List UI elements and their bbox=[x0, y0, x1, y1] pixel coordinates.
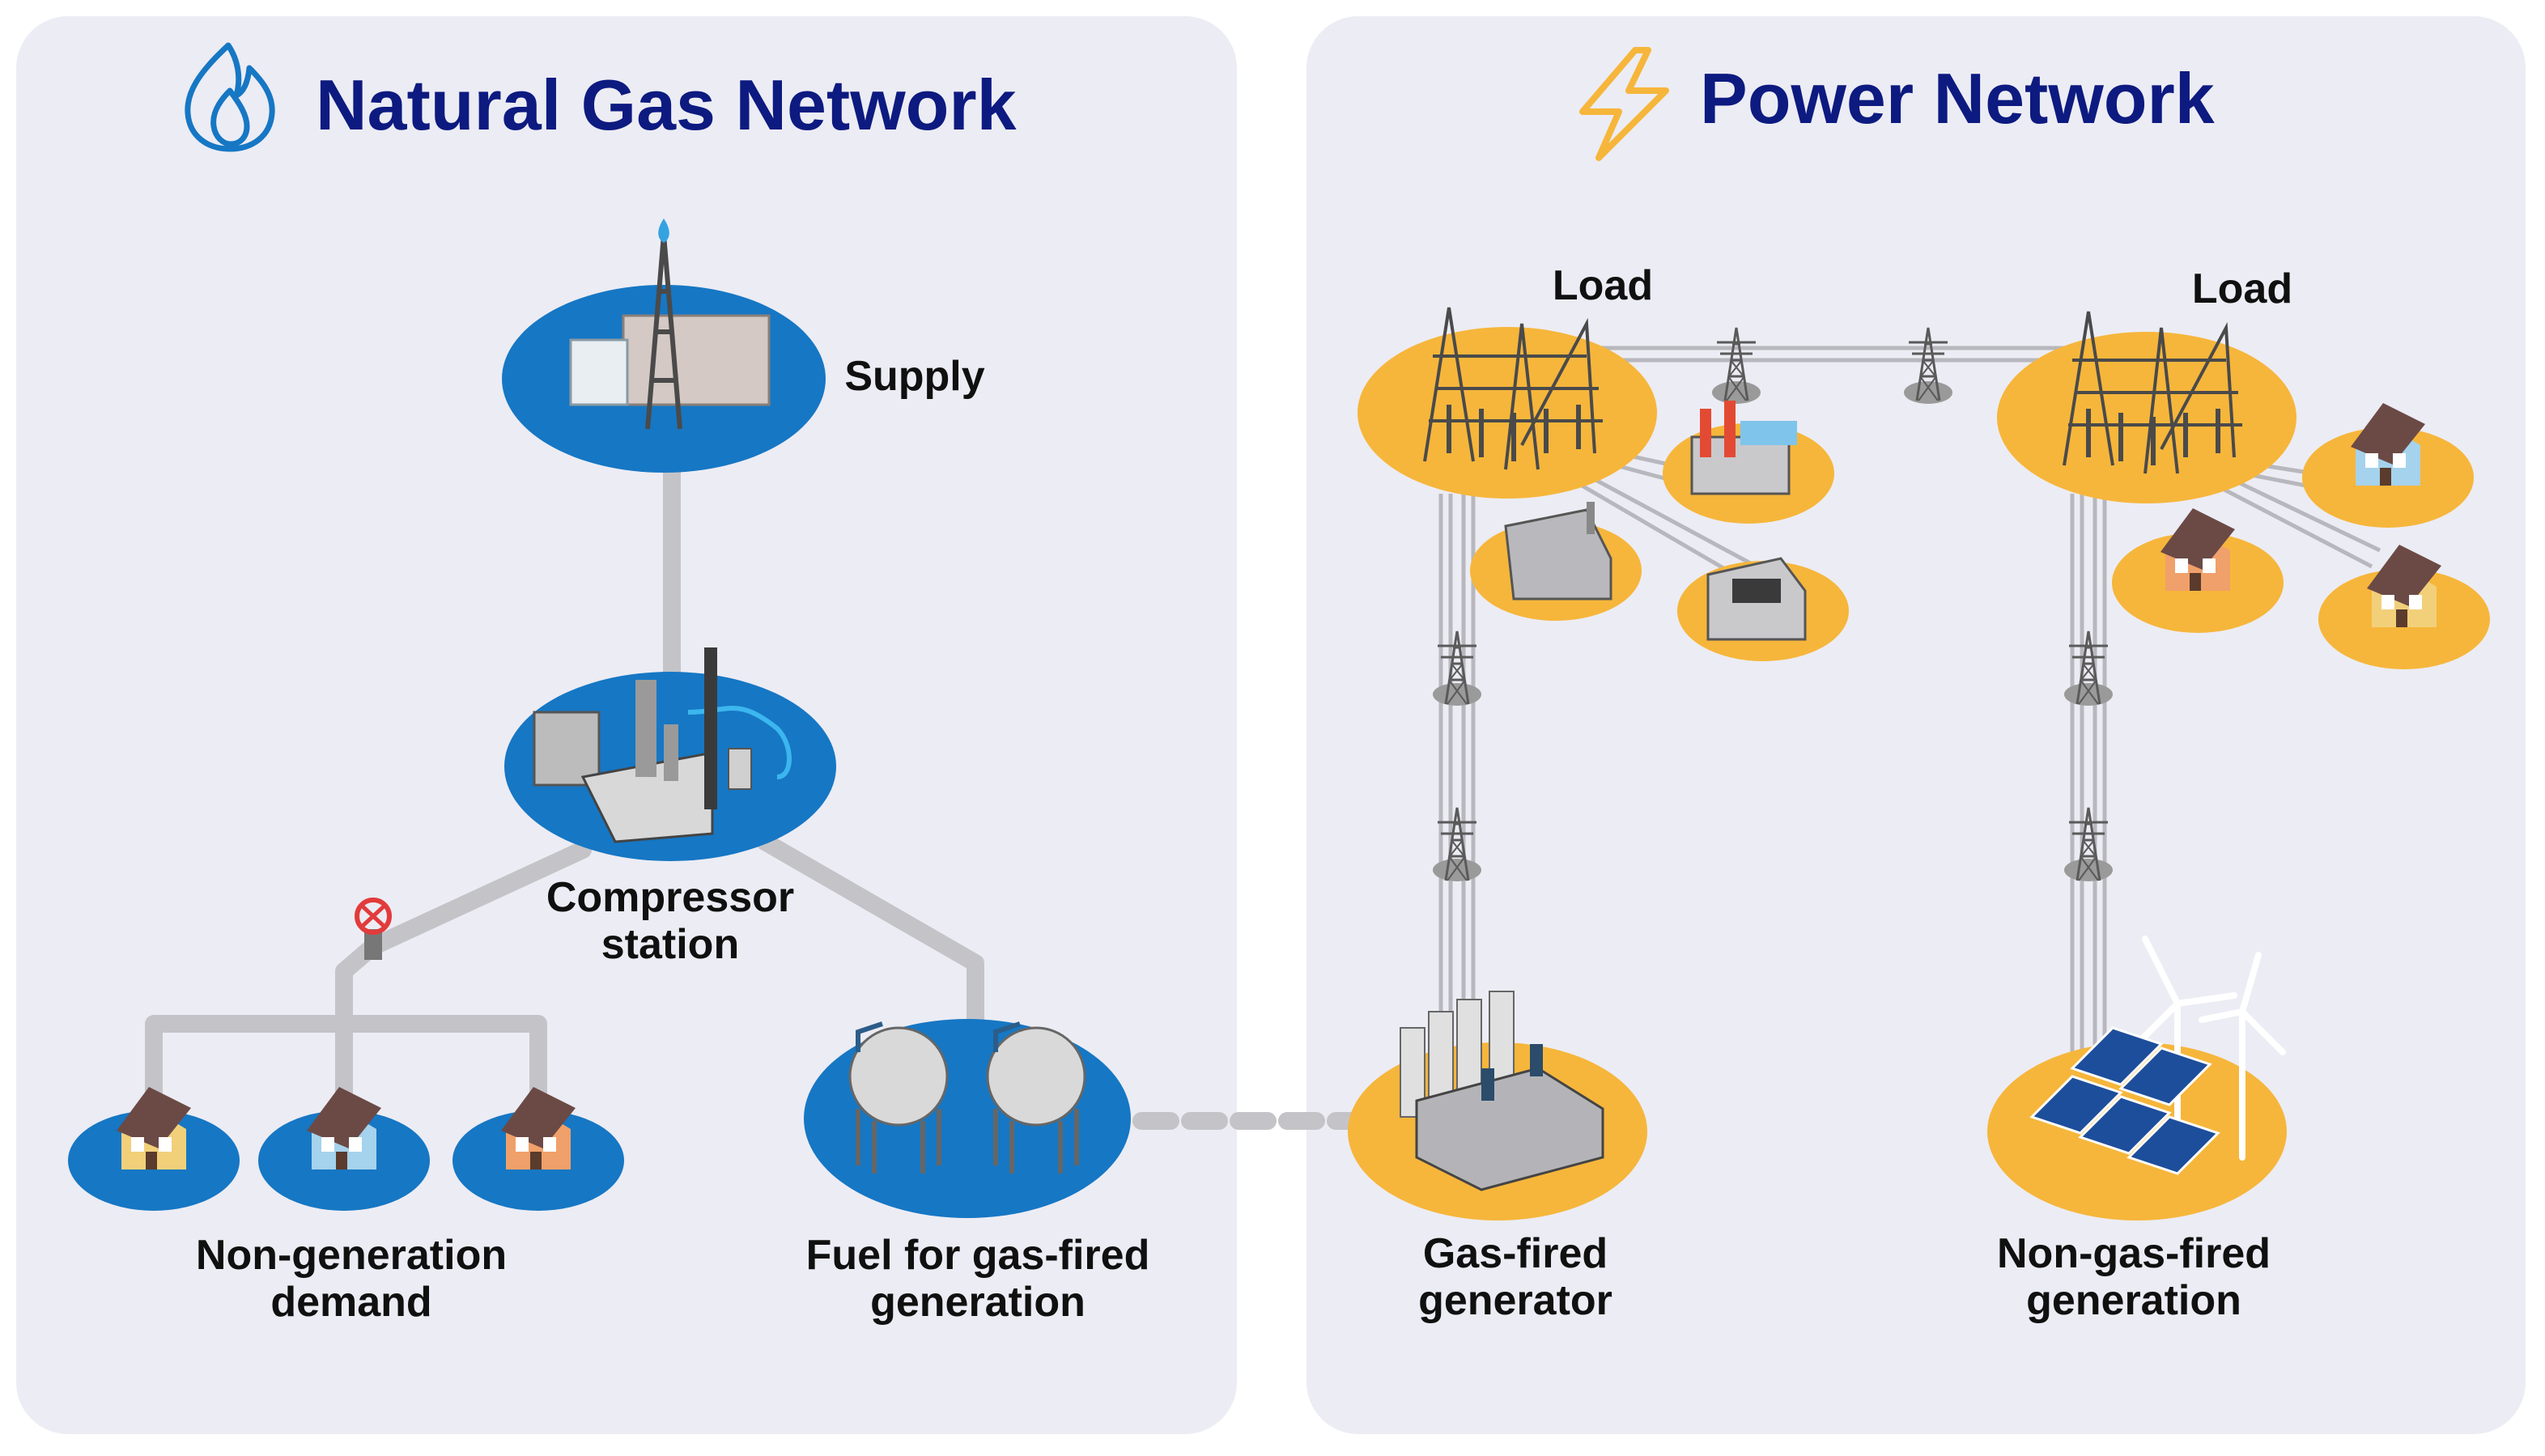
pipe-compressor-to-demand bbox=[335, 841, 592, 1033]
fuel-node bbox=[804, 1019, 1131, 1218]
non-gas-fired-generation-label-line2: generation bbox=[2026, 1277, 2241, 1324]
substation-icon bbox=[2063, 311, 2242, 474]
load-left-node bbox=[1357, 307, 1849, 661]
gas-fired-generator-label-line1: Gas-fired bbox=[1422, 1230, 1608, 1277]
valve-icon bbox=[355, 898, 392, 960]
gas-fired-generator-node bbox=[1348, 991, 1647, 1220]
power-plant-icon bbox=[1400, 991, 1604, 1191]
compressor-station-label: Compressor station bbox=[546, 874, 794, 968]
factory-icon bbox=[1690, 401, 1797, 495]
house-icon bbox=[2367, 545, 2441, 627]
fuel-label: Fuel for gas-fired generation bbox=[806, 1232, 1150, 1326]
house-icon bbox=[2160, 508, 2235, 591]
non-generation-demand-label-line1: Non-generation bbox=[195, 1232, 508, 1279]
load-right-node bbox=[1997, 311, 2490, 669]
load-right-label: Load bbox=[2191, 265, 2293, 312]
solar-panel-icon bbox=[2029, 1026, 2220, 1175]
non-generation-demand-label-line2: demand bbox=[270, 1279, 432, 1326]
load-left-label: Load bbox=[1552, 262, 1654, 309]
factory-icon bbox=[1706, 557, 1807, 641]
non-generation-demand-label: Non-generation demand bbox=[196, 1232, 507, 1326]
compressor-station-label-line2: station bbox=[601, 921, 740, 968]
power-transmission-lines bbox=[1438, 346, 2381, 1117]
gas-plant-icon bbox=[569, 219, 771, 430]
power-network-title: Power Network bbox=[1700, 58, 2215, 138]
non-gas-fired-generation-node bbox=[1987, 936, 2287, 1220]
non-generation-demand-node bbox=[68, 1087, 624, 1211]
supply-node bbox=[502, 219, 826, 473]
gas-fired-generator-label: Gas-fired generator bbox=[1418, 1230, 1612, 1324]
compressor-station-label-line1: Compressor bbox=[546, 874, 795, 921]
house-icon bbox=[2351, 403, 2425, 486]
house-icon bbox=[307, 1087, 381, 1169]
supply-label: Supply bbox=[844, 353, 985, 400]
non-gas-fired-generation-label: Non-gas-fired generation bbox=[1997, 1230, 2271, 1324]
lightning-bolt-icon bbox=[1579, 47, 1669, 161]
fuel-label-line1: Fuel for gas-fired bbox=[805, 1232, 1150, 1279]
compressor-station-node bbox=[504, 647, 836, 861]
compressor-icon bbox=[533, 647, 792, 843]
factory-icon bbox=[1504, 502, 1612, 601]
substation-icon bbox=[1423, 307, 1603, 470]
power-tower-icons bbox=[1433, 326, 2113, 882]
house-icon bbox=[117, 1087, 191, 1169]
flame-icon bbox=[185, 42, 275, 152]
fuel-label-line2: generation bbox=[870, 1279, 1086, 1326]
non-gas-fired-generation-label-line1: Non-gas-fired bbox=[1997, 1230, 2271, 1277]
house-icon bbox=[501, 1087, 576, 1169]
gas-network-title: Natural Gas Network bbox=[316, 65, 1017, 145]
gas-fired-generator-label-line2: generator bbox=[1418, 1277, 1612, 1324]
gas-tank-icon bbox=[848, 1021, 1086, 1174]
